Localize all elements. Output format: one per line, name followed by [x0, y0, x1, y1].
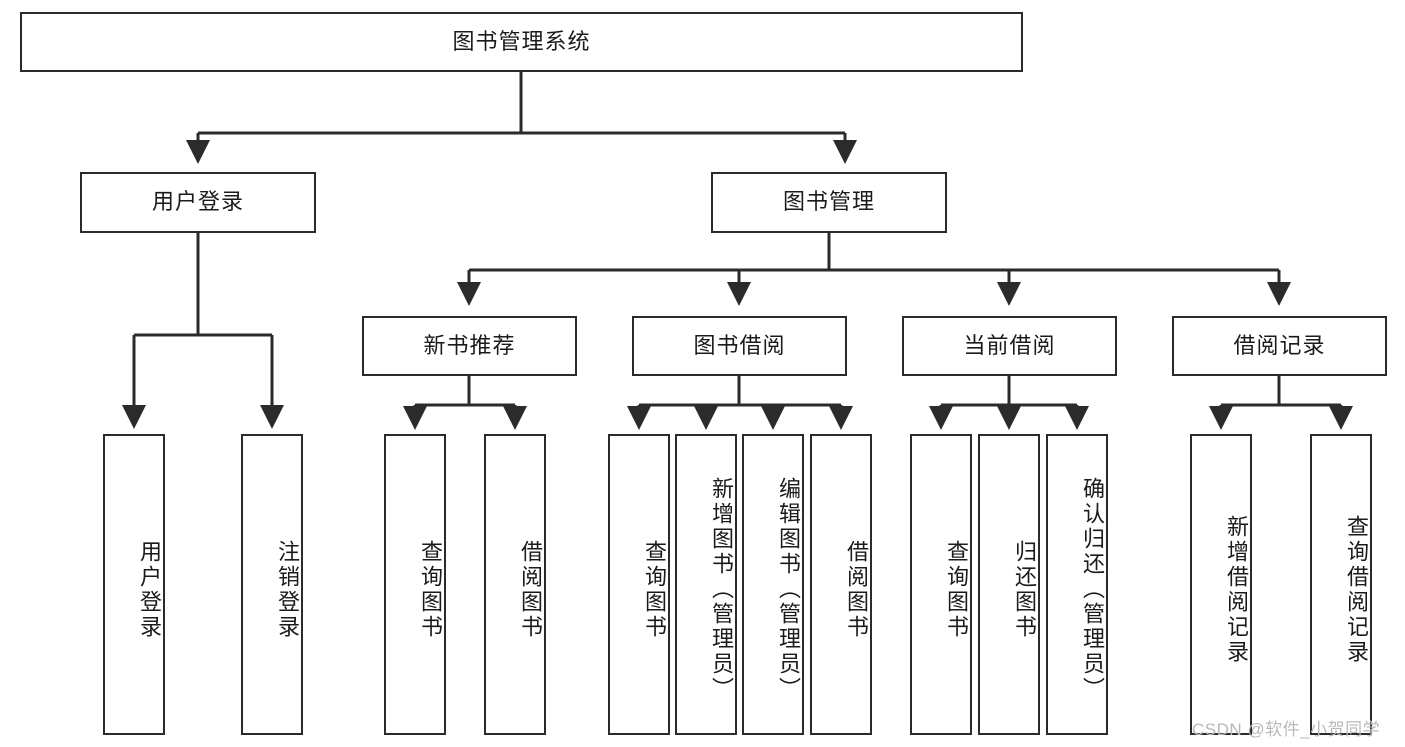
- leaf-borrow-query-book[interactable]: 查询图书: [608, 434, 670, 735]
- node-book-borrow[interactable]: 图书借阅: [632, 316, 847, 376]
- node-label: 当前借阅: [963, 332, 1056, 358]
- leaf-current-query-book[interactable]: 查询图书: [910, 434, 972, 735]
- leaf-record-add-borrow-record[interactable]: 新增借阅记录: [1190, 434, 1252, 735]
- node-label: 注销登录: [275, 539, 300, 640]
- node-label: 查询图书: [642, 539, 667, 640]
- node-new-book-recommend[interactable]: 新书推荐: [362, 316, 577, 376]
- node-label: 借阅图书: [518, 539, 543, 640]
- node-label: 借阅图书: [844, 539, 869, 640]
- node-current-borrow[interactable]: 当前借阅: [902, 316, 1117, 376]
- leaf-borrow-edit-book-admin[interactable]: 编辑图书（管理员）: [742, 434, 804, 735]
- leaf-recommend-borrow-book[interactable]: 借阅图书: [484, 434, 546, 735]
- leaf-user-login[interactable]: 用户登录: [103, 434, 165, 735]
- csdn-watermark: CSDN @软件_小贺同学: [1192, 720, 1381, 739]
- node-label: 查询图书: [418, 539, 443, 640]
- node-label: 新书推荐: [423, 332, 516, 358]
- leaf-recommend-query-book[interactable]: 查询图书: [384, 434, 446, 735]
- leaf-logout[interactable]: 注销登录: [241, 434, 303, 735]
- node-label: 图书管理: [782, 189, 875, 215]
- node-label: 归还图书: [1012, 539, 1037, 640]
- node-label: 图书管理系统: [452, 28, 591, 54]
- node-borrow-record[interactable]: 借阅记录: [1172, 316, 1387, 376]
- node-label: 图书借阅: [693, 332, 786, 358]
- node-label: 查询借阅记录: [1344, 514, 1369, 665]
- node-label: 借阅记录: [1233, 332, 1326, 358]
- node-label: 查询图书: [944, 539, 969, 640]
- node-root-book-management-system[interactable]: 图书管理系统: [20, 12, 1023, 72]
- node-label: 确认归还（管理员）: [1080, 477, 1105, 702]
- node-label: 新增借阅记录: [1224, 514, 1249, 665]
- leaf-record-query-borrow-record[interactable]: 查询借阅记录: [1310, 434, 1372, 735]
- node-user-login[interactable]: 用户登录: [80, 172, 316, 233]
- node-book-management[interactable]: 图书管理: [711, 172, 947, 233]
- leaf-borrow-add-book-admin[interactable]: 新增图书（管理员）: [675, 434, 737, 735]
- leaf-current-return-book[interactable]: 归还图书: [978, 434, 1040, 735]
- node-label: 用户登录: [137, 539, 162, 640]
- node-label: 编辑图书（管理员）: [776, 477, 801, 702]
- leaf-current-confirm-return-admin[interactable]: 确认归还（管理员）: [1046, 434, 1108, 735]
- node-label: 用户登录: [151, 189, 244, 215]
- node-label: 新增图书（管理员）: [709, 477, 734, 702]
- leaf-borrow-borrow-book[interactable]: 借阅图书: [810, 434, 872, 735]
